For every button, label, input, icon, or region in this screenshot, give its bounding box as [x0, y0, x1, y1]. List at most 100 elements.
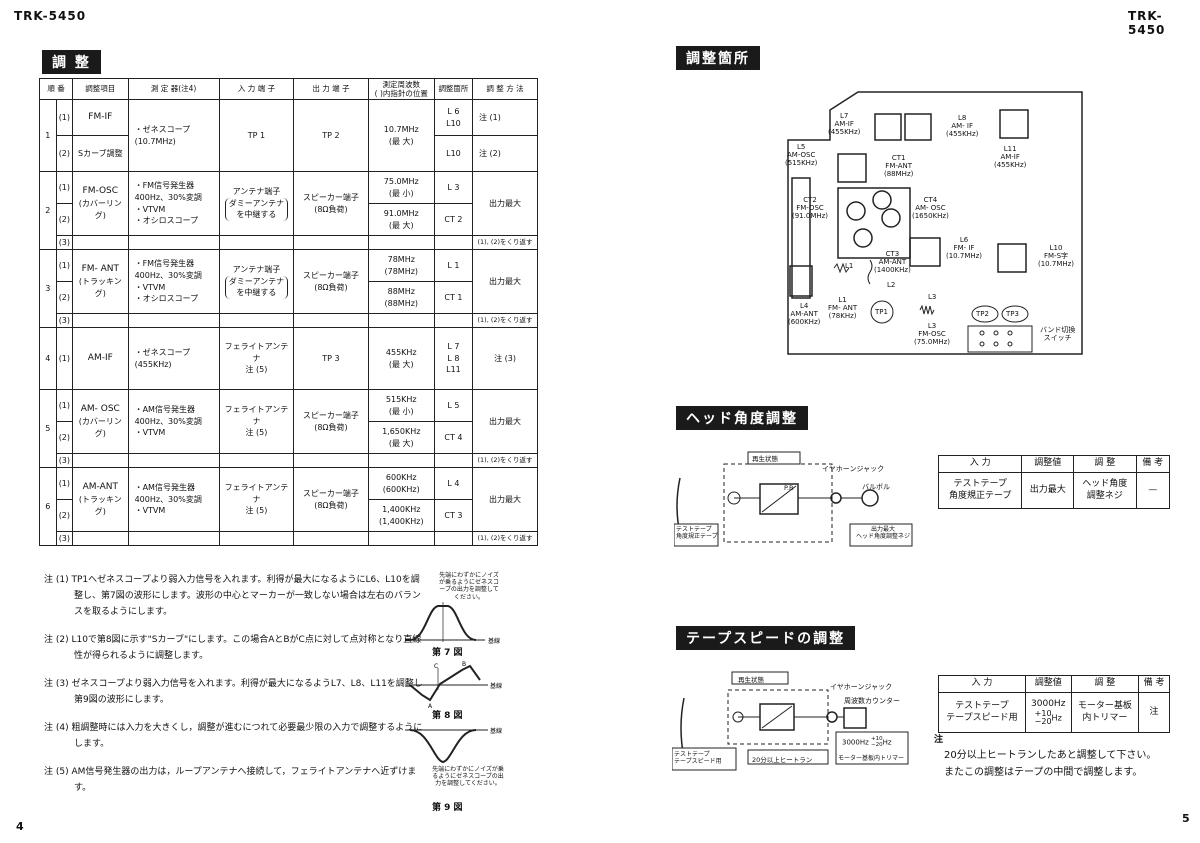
- header-item: 調整項目: [72, 78, 129, 100]
- instrument-cell: ・AM信号発生器 400Hz、30%変調 ・VTVM: [127, 389, 220, 454]
- pb-label: P.B: [784, 484, 794, 492]
- label-l5: L5 AM-OSC (515KHz): [785, 143, 818, 168]
- location-cell: L 3: [433, 171, 474, 204]
- fig8-c-label: C: [434, 663, 438, 670]
- counter-label: 周波数カウンター: [844, 697, 900, 705]
- location-cell: L 6 L10: [433, 99, 474, 136]
- step-number: (1): [55, 467, 74, 500]
- fig8-a-label: A: [428, 703, 433, 710]
- note-2: 注 (2) L10で第8図に示す"Sカーブ"にします。この場合AとBがC点に対し…: [44, 635, 422, 661]
- output-cell: スピーカー端子(8Ω負荷): [293, 249, 369, 314]
- step-number: (2): [55, 135, 74, 172]
- method-cell: (1), (2)をくり返す: [472, 531, 538, 546]
- notes-block: 注 (1) TP1へゼネスコープより弱入力信号を入れます。利得が最大になるように…: [44, 572, 424, 796]
- label-l4: L4 AM-ANT (600KHz): [788, 302, 821, 327]
- step-number: (3): [55, 531, 74, 546]
- method-cell: 注 (1): [472, 99, 538, 136]
- tape-speed-table: 入 力調整値調 整備 考 テストテープ テープスピード用 3000Hz+10−2…: [938, 675, 1170, 733]
- input-cell: TP 1: [218, 99, 295, 172]
- table-row: (3) (1), (2)をくり返す: [40, 313, 538, 328]
- output-cell: スピーカー端子(8Ω負荷): [293, 389, 369, 454]
- label-tp1: TP1: [875, 308, 888, 316]
- voltmeter-label: バルボル: [862, 483, 890, 491]
- fig7-note: 先端にわずかにノイズが乗るようにゼネスコープの出力を調整してください。: [438, 572, 499, 601]
- frequency-cell: 1,400KHz (1,400KHz): [367, 499, 435, 532]
- header-order: 順 番: [38, 78, 74, 100]
- input-cell: アンテナ端子ダミーアンテナ を中継する: [218, 171, 295, 236]
- label-ct3: CT3 AM-ANT (1400KHz): [874, 250, 911, 275]
- frequency-cell: 455KHz (最 大): [367, 327, 435, 390]
- instrument-cell: ・ゼネスコープ (10.7MHz): [127, 99, 220, 172]
- speed-note-line-1: 20分以上ヒートランしたあと調整して下さい。: [944, 750, 1157, 761]
- speed-tape-label: テストテープ テープスピード用: [674, 751, 722, 766]
- step-number: (1): [55, 249, 74, 282]
- table-row: 4 (1) AM-IF ・ゼネスコープ (455KHz) フェライトアンテナ注 …: [39, 327, 538, 390]
- row-number: 3: [39, 249, 57, 328]
- output-cell: TP 3: [293, 327, 369, 390]
- table-row: (3) (1), (2)をくり返す: [40, 453, 538, 468]
- method-cell: 注 (2): [472, 135, 538, 172]
- input-cell: フェライトアンテナ注 (5): [218, 327, 295, 390]
- location-cell: CT 3: [433, 499, 474, 532]
- method-cell: 注 (3): [472, 327, 538, 390]
- table-row: 6 (1) AM-ANT(トラッキング) ・AM信号発生器 400Hz、30%変…: [39, 467, 538, 546]
- locations-heading: 調整箇所: [676, 46, 760, 70]
- method-cell: 出力最大: [472, 171, 538, 236]
- fig9-caption: 第 9 図: [432, 803, 463, 813]
- fig9-baseline-label: 基線: [490, 727, 502, 735]
- method-cell: 出力最大: [472, 249, 538, 314]
- label-ct1: CT1 FM-ANT (88MHz): [884, 154, 914, 179]
- label-l3-fm-osc: L3 FM-OSC (75.0MHz): [914, 322, 951, 347]
- label-ct2: CT2 FM-OSC (91.0MHz): [792, 196, 829, 221]
- remarks-cell: —: [1135, 472, 1170, 509]
- table-row: (2) 1,400KHz (1,400KHz) CT 3: [40, 499, 538, 532]
- step-number: (3): [55, 313, 74, 328]
- page-number-right: 5: [1182, 812, 1190, 825]
- table-header-row: 順 番 調整項目 測 定 器(注4) 入 力 端 子 出 力 端 子 測定周波数…: [38, 78, 538, 100]
- frequency-cell: 515KHz (最 小): [367, 389, 435, 422]
- label-tp3: TP3: [1006, 310, 1019, 318]
- header-instrument: 測 定 器(注4): [127, 78, 220, 100]
- frequency-cell: 10.7MHz (最 大): [367, 99, 435, 172]
- step-number: (1): [55, 327, 74, 390]
- fig8-b-label: B: [462, 661, 466, 668]
- fig7-caption: 第 7 図: [432, 648, 463, 658]
- label-l1: L1: [845, 262, 854, 270]
- item-name: FM- ANT(トラッキング): [72, 249, 129, 314]
- item-name: FM-IF: [72, 99, 129, 136]
- method-cell: 出力最大: [472, 389, 538, 454]
- table-row: 5 (1) AM- OSC(カバーリング) ・AM信号発生器 400Hz、30%…: [39, 389, 538, 468]
- item-name: FM-OSC(カバーリング): [72, 171, 129, 236]
- location-cell: L 4: [433, 467, 474, 500]
- input-cell: テストテープ テープスピード用: [938, 692, 1026, 733]
- label-l10: L10 FM-S字 (10.7MHz): [1038, 244, 1075, 269]
- table-row: (3) (1), (2)をくり返す: [40, 531, 538, 546]
- table-row: (3) (1), (2)をくり返す: [40, 235, 538, 250]
- frequency-cell: 78MHz (78MHz): [367, 249, 435, 282]
- head-angle-diagram: [674, 451, 913, 547]
- head-output-label: 出力最大 ヘッド角度調整ネジ: [855, 526, 910, 541]
- head-angle-heading: ヘッド角度調整: [676, 406, 808, 430]
- location-cell: CT 2: [433, 203, 474, 236]
- adjust-cell: ヘッド角度 調整ネジ: [1073, 472, 1137, 509]
- adjustment-table: 順 番 調整項目 測 定 器(注4) 入 力 端 子 出 力 端 子 測定周波数…: [38, 78, 538, 546]
- header-output: 出 力 端 子: [293, 78, 369, 100]
- step-number: (3): [55, 235, 74, 250]
- item-name: Sカーブ調整: [72, 135, 129, 172]
- header-remarks: 備 考: [1135, 455, 1170, 473]
- table-row: 1 (1) FM-IF ・ゼネスコープ (10.7MHz) TP 1 TP 2 …: [39, 99, 538, 172]
- row-number: 4: [39, 327, 57, 390]
- instrument-cell: ・AM信号発生器 400Hz、30%変調 ・VTVM: [127, 467, 220, 532]
- frequency-cell: 1,650KHz (最 大): [367, 421, 435, 454]
- location-cell: CT 4: [433, 421, 474, 454]
- input-cell: アンテナ端子ダミーアンテナ を中継する: [218, 249, 295, 314]
- method-cell: (1), (2)をくり返す: [472, 453, 538, 468]
- head-tape-label: テストテープ 角度規正テープ: [676, 526, 718, 541]
- header-input: 入 力: [937, 455, 1023, 473]
- step-number: (1): [55, 389, 74, 422]
- pcb-diagram: [787, 91, 1083, 355]
- location-cell: CT 1: [433, 281, 474, 314]
- fig8-waveform: C B A 基線: [405, 661, 502, 710]
